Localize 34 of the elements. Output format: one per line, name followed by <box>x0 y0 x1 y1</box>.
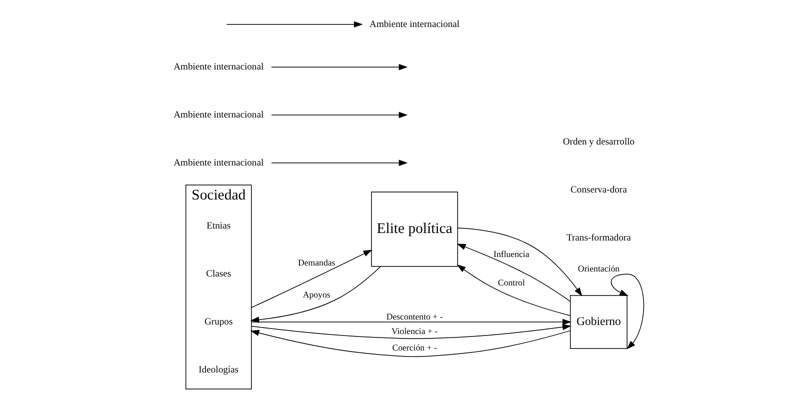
arrow <box>251 318 572 326</box>
node-text: Ideologías <box>198 364 239 376</box>
node-box: Gobierno <box>570 295 628 349</box>
edge-label: Coerción + - <box>392 342 437 352</box>
node-text: Grupos <box>204 316 233 328</box>
edge-label: Orientación <box>578 264 620 274</box>
arrow <box>250 266 381 323</box>
edge-label: Influencia <box>494 248 530 259</box>
label: Conserva-dora <box>570 184 627 196</box>
arrow <box>271 64 408 70</box>
node-text: Clases <box>206 268 232 280</box>
arrow <box>610 274 644 350</box>
edge-label: Demandas <box>298 258 336 268</box>
node-text: Ambiente internacional <box>174 62 264 73</box>
label: Trans-formadora <box>566 232 631 244</box>
arrow <box>271 160 408 166</box>
edge-label: Violencia + - <box>391 326 438 336</box>
edge-label: Descontento + - <box>386 311 443 322</box>
label: Orden y desarrollo <box>562 136 635 148</box>
arrow <box>251 250 372 308</box>
edge-label: Control <box>498 278 525 288</box>
edge-label: Apoyos <box>302 289 330 300</box>
arrow <box>226 21 363 28</box>
node-text: Ambiente internacional <box>370 18 460 30</box>
node-box: Elite política <box>371 192 458 267</box>
arrow <box>250 330 571 357</box>
arrow <box>456 264 571 316</box>
arrow <box>456 244 571 302</box>
arrow <box>271 112 408 118</box>
node-text: Etnias <box>206 220 231 232</box>
node-text: Ambiente internacional <box>174 157 264 168</box>
arrow <box>457 228 582 296</box>
node-text: Ambiente internacional <box>174 109 264 120</box>
arrow <box>251 324 572 339</box>
